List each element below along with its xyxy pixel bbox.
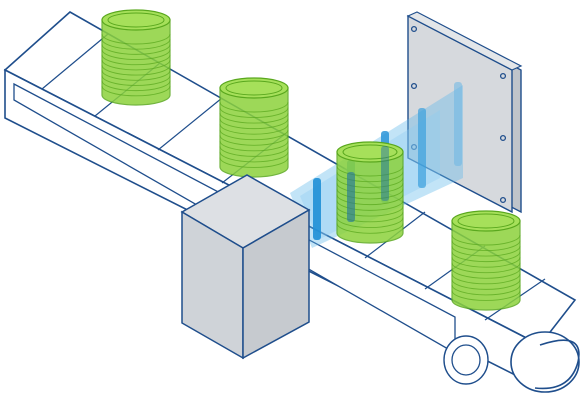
can — [101, 9, 171, 106]
can-ridge — [336, 211, 404, 223]
panel-top-edge — [406, 11, 523, 71]
can-ridge — [451, 268, 521, 279]
bolt-icon — [499, 196, 507, 204]
can-ridge — [336, 194, 404, 206]
bolt-icon — [499, 134, 507, 142]
can-ridge — [451, 257, 521, 268]
can-ridge — [219, 140, 289, 152]
can-ridge — [101, 85, 171, 97]
can — [336, 141, 404, 244]
belt-roller-curve — [534, 339, 580, 390]
can-ridge — [101, 75, 171, 86]
bolt-icon — [410, 82, 418, 90]
can-ridge — [101, 59, 171, 71]
can-lid — [336, 141, 404, 163]
can-ridge — [451, 273, 521, 285]
can-ridge — [219, 157, 289, 168]
can-ridge — [101, 49, 171, 60]
can-lid-rim — [342, 144, 398, 160]
can-lid — [451, 210, 521, 232]
can-ridge — [219, 113, 289, 124]
can-ridge — [219, 135, 289, 146]
can-ridge — [336, 200, 404, 211]
box-side-face — [242, 208, 310, 360]
can-ridge — [101, 80, 171, 92]
can-ridge — [219, 118, 289, 130]
light-beam-bar — [454, 82, 462, 166]
can — [451, 210, 521, 311]
can-ridge — [219, 146, 289, 157]
belt-slat — [157, 97, 223, 151]
can-lid-rim — [107, 12, 165, 28]
can-ridge — [451, 279, 521, 290]
can-ridge — [451, 246, 521, 257]
can-group — [101, 9, 521, 311]
can-ridge — [336, 223, 404, 234]
can-ridge — [336, 188, 404, 200]
belt-slat — [41, 33, 109, 90]
can-ridge — [451, 290, 521, 301]
can-ridge — [336, 183, 404, 194]
can-ridge — [101, 70, 171, 81]
can-ridge — [336, 217, 404, 228]
can-ridge — [101, 65, 171, 76]
can-ridge — [451, 284, 521, 296]
can-ridge — [451, 262, 521, 274]
can-ridge — [336, 206, 404, 217]
can-lid-rim — [225, 80, 283, 96]
can-lid-rim — [457, 213, 515, 229]
can-ridge — [101, 44, 171, 55]
can-ridge — [101, 33, 171, 45]
can-ridge — [219, 107, 289, 118]
can-body — [101, 19, 171, 106]
can-ridge — [451, 240, 521, 251]
receiver-panel — [406, 11, 523, 214]
can-lid — [219, 77, 289, 99]
light-beam-bar-front — [347, 172, 355, 222]
light-beam-bar-front — [381, 146, 389, 201]
can-ridge — [219, 151, 289, 163]
can-ridge — [219, 101, 289, 113]
sensor-box — [180, 174, 311, 360]
can-ridge — [101, 54, 171, 66]
can — [219, 77, 289, 178]
can-body — [219, 87, 289, 178]
can-ridge — [101, 39, 171, 50]
can-ridge — [336, 177, 404, 188]
can-body — [451, 220, 521, 311]
can-ridge — [451, 234, 521, 246]
belt-roller-end — [510, 331, 580, 393]
can-ridge — [336, 171, 404, 183]
can-body — [336, 151, 404, 244]
bolt-icon — [410, 25, 418, 33]
belt-roller-hub-inner — [451, 344, 481, 376]
can-ridge — [336, 165, 404, 177]
bolt-icon — [410, 143, 418, 151]
can-lid — [101, 9, 171, 31]
bolt-icon — [499, 72, 507, 80]
can-ridge — [451, 251, 521, 263]
light-beam-bar — [313, 178, 321, 240]
light-beam-bar — [418, 108, 426, 188]
can-ridge — [219, 129, 289, 141]
panel-bolts — [410, 25, 507, 204]
can-ridge — [219, 124, 289, 135]
